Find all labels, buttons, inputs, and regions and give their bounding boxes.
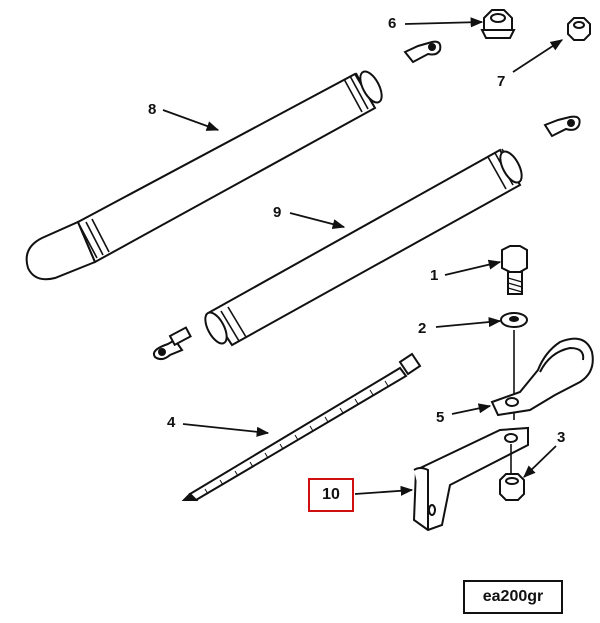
callout-10: 10 (322, 486, 340, 503)
callout-3: 3 (557, 429, 566, 446)
callout-9: 9 (273, 204, 282, 221)
part-2-washer (500, 312, 528, 328)
callout-8: 8 (148, 101, 157, 118)
part-6-flange-nut (480, 9, 516, 39)
part-9-sleeve (204, 148, 523, 347)
part-5-clamp (490, 337, 594, 417)
callout-10-highlight: 10 (308, 478, 354, 512)
ring-terminals (152, 40, 581, 361)
callout-4: 4 (167, 414, 176, 431)
callout-2: 2 (418, 320, 427, 337)
callout-6: 6 (388, 15, 397, 32)
part-4-cable-tie (181, 352, 422, 502)
callout-1: 1 (430, 267, 439, 284)
part-1-bolt (501, 245, 528, 295)
figure-reference-label: ea200gr (463, 580, 563, 614)
part-10-bracket (412, 426, 529, 532)
part-7-nut (567, 17, 591, 41)
leader-arrows (162, 17, 564, 496)
callout-7: 7 (497, 73, 506, 90)
part-8-sleeve (25, 70, 383, 281)
callout-5: 5 (436, 409, 445, 426)
part-3-nut (499, 473, 525, 501)
